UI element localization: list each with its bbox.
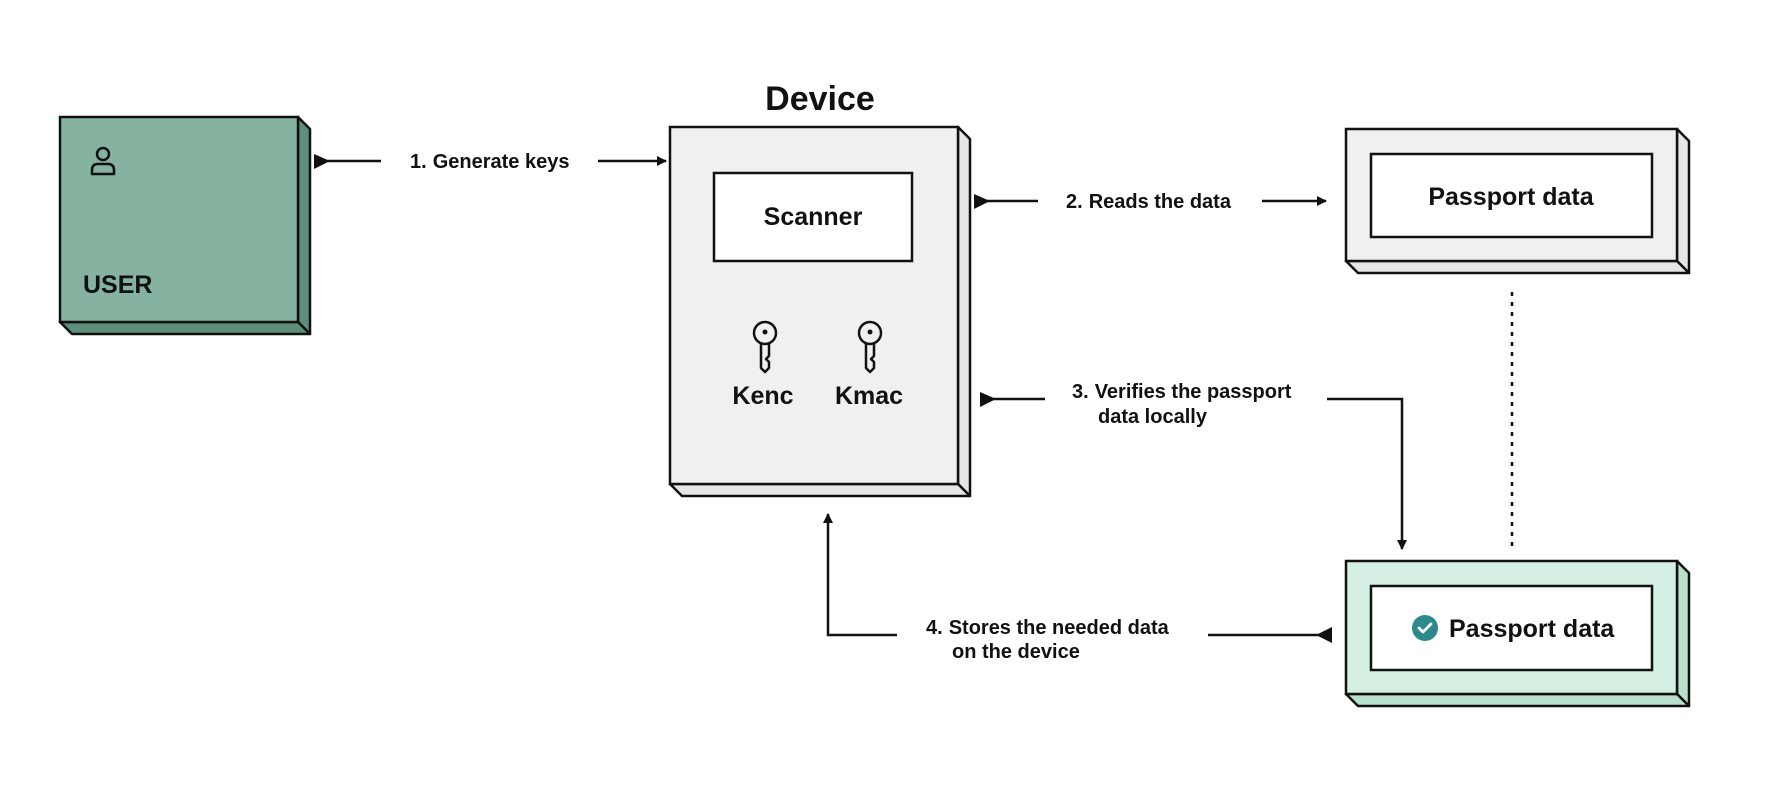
user-block-side — [296, 115, 312, 336]
passport-bottom-label: Passport data — [1449, 615, 1615, 643]
passport-top-bottom — [1344, 259, 1691, 275]
key-icon — [752, 320, 778, 374]
key-icon — [857, 320, 883, 374]
device-block-side — [956, 125, 972, 498]
key-label-kmac: Kmac — [835, 382, 903, 410]
passport-data-verified[interactable]: Passport data — [1344, 559, 1691, 708]
scanner-box — [712, 171, 914, 263]
step-4-label-line2: on the device — [952, 641, 1080, 663]
step-4-label: 4.Stores the needed data — [926, 617, 1170, 639]
passport-top-inner — [1369, 152, 1654, 239]
user-block[interactable]: USER — [58, 115, 312, 336]
user-block-bottom — [58, 320, 312, 336]
user-label: USER — [83, 271, 152, 299]
passport-data-top[interactable]: Passport data — [1344, 127, 1691, 275]
passport-bottom-side — [1675, 559, 1691, 708]
scanner-label: Scanner — [764, 203, 863, 231]
step-2-connector — [974, 194, 1327, 209]
user-block-texture — [61, 118, 297, 321]
step-2-label: 2.Reads the data — [1066, 191, 1232, 213]
passport-top-side — [1675, 127, 1691, 275]
user-icon — [90, 146, 116, 176]
step-1-connector — [314, 154, 667, 169]
device-block-bottom — [668, 482, 972, 498]
step-3-label-line2: data locally — [1098, 406, 1208, 428]
step-4-connector — [823, 513, 1332, 643]
passport-bottom-bottom — [1344, 692, 1691, 708]
step-3-connector — [980, 392, 1407, 550]
step-3-label: 3.Verifies the passport — [1072, 381, 1292, 403]
passport-top-label: Passport data — [1428, 183, 1594, 211]
step-1-label: 1.Generate keys — [410, 151, 569, 173]
check-circle-icon — [1412, 615, 1438, 641]
device-block[interactable]: Scanner Kenc Kmac — [668, 125, 972, 498]
key-label-kenc: Kenc — [732, 382, 793, 410]
device-title: Device — [765, 80, 875, 118]
